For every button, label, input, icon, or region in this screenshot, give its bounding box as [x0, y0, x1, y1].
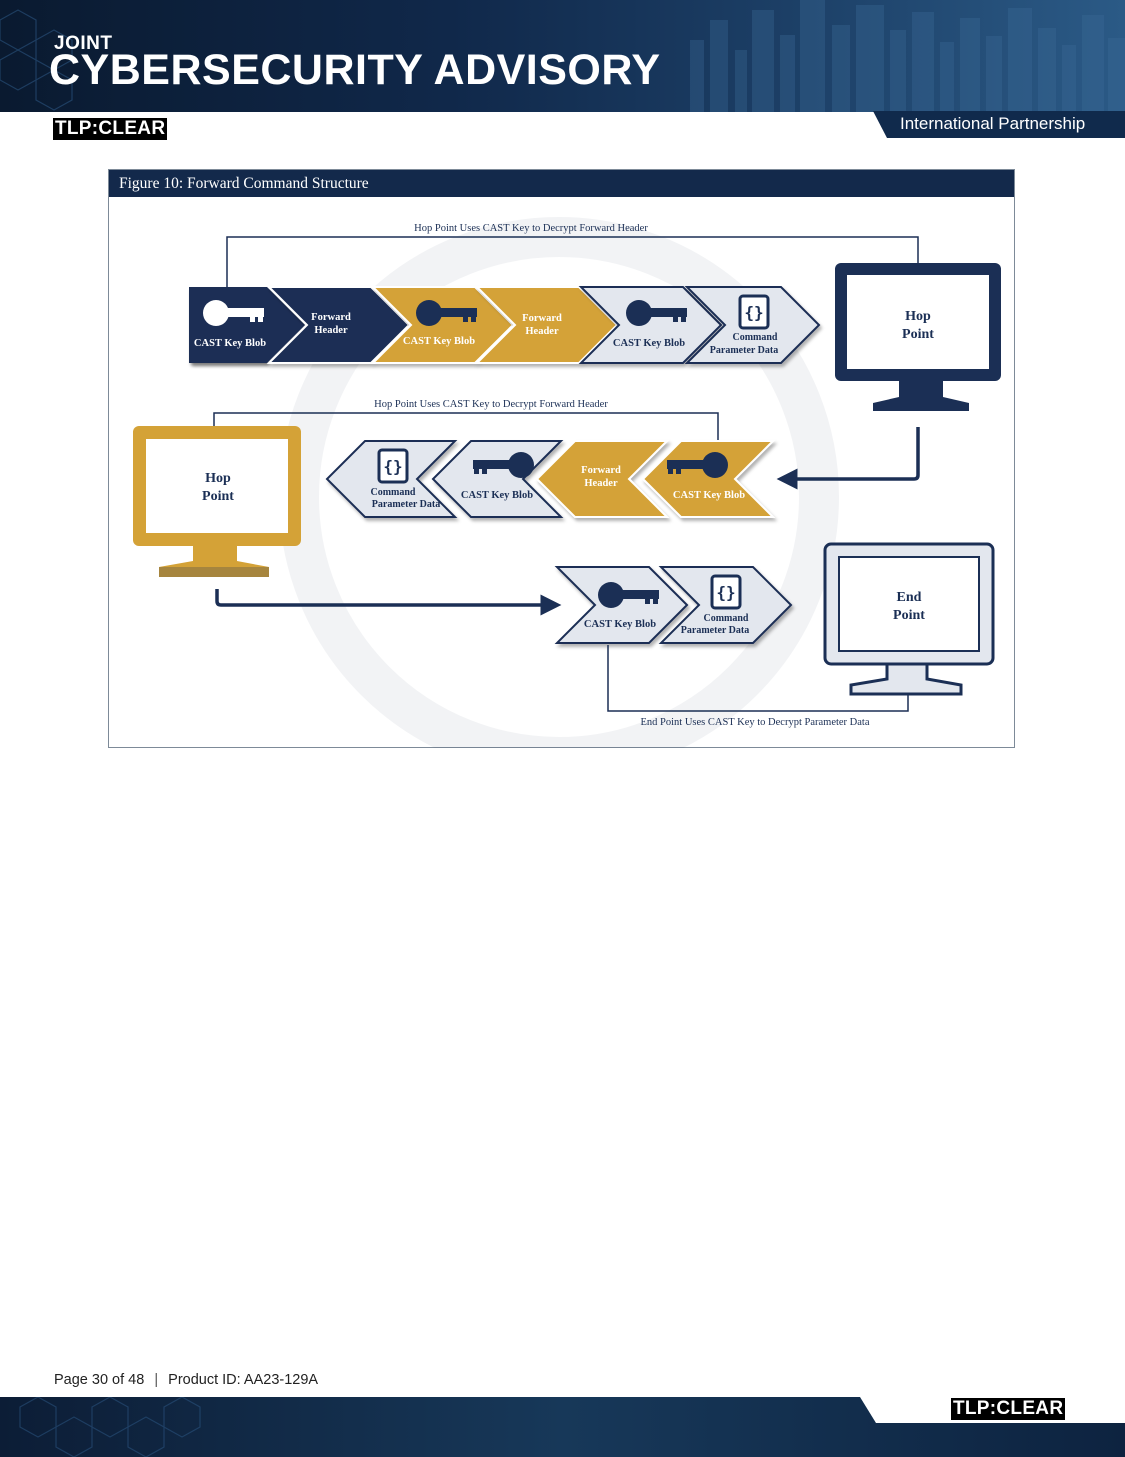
- monitor-end-label-line1: End: [897, 590, 922, 605]
- code-document-icon: [738, 294, 770, 330]
- row2-b2-label: CAST Key Blob: [461, 490, 533, 501]
- figure-caption: Figure 10: Forward Command Structure: [109, 170, 1014, 197]
- code-document-icon: [377, 448, 409, 484]
- footer-meta: Page 30 of 48 | Product ID: AA23-129A: [54, 1372, 318, 1388]
- row1-b4-label-line1: Forward: [522, 313, 562, 324]
- forward-command-diagram: {} Hop Point Uses CAST Key to Decrypt Fo…: [133, 217, 1001, 748]
- arrow-to-row3: [215, 589, 562, 616]
- row2-b1-label-line2: Parameter Data: [372, 499, 440, 510]
- row1-b3-label: CAST Key Blob: [403, 336, 475, 347]
- footer-separator: |: [154, 1372, 159, 1388]
- row2-block-3-shape: [535, 440, 670, 518]
- header-main-title: CYBERSECURITY ADVISORY: [49, 46, 661, 94]
- monitor-hop-point-left: Hop Point: [133, 426, 301, 577]
- monitor-left-label-line2: Point: [202, 489, 234, 504]
- row2-b4-label: CAST Key Blob: [673, 490, 745, 501]
- hexagon-pattern: [0, 0, 1125, 112]
- product-id: Product ID: AA23-129A: [168, 1372, 319, 1388]
- row3-b2-label-line1: Command: [703, 613, 748, 624]
- monitor-left-label-line1: Hop: [205, 471, 231, 486]
- row3-annotation: End Point Uses CAST Key to Decrypt Param…: [640, 717, 869, 728]
- row2-feedback-line: [213, 412, 719, 445]
- row3-feedback-line: [607, 645, 909, 712]
- monitor-top-label-line2: Point: [902, 327, 934, 342]
- row2-block-4-shape: [641, 440, 776, 518]
- row1-b6-label-line2: Parameter Data: [710, 345, 778, 356]
- monitor-top-label-line1: Hop: [905, 309, 931, 324]
- monitor-hop-point-top: Hop Point: [835, 263, 1001, 411]
- row1-b2-label-line1: Forward: [311, 312, 351, 323]
- row1-annotation: Hop Point Uses CAST Key to Decrypt Forwa…: [414, 223, 648, 234]
- monitor-end-label-line2: Point: [893, 608, 925, 623]
- row3-block-1-shape: [554, 566, 689, 644]
- figure-forward-command-structure: Figure 10: Forward Command Structure {}: [108, 169, 1015, 748]
- tlp-badge-bottom: TLP:CLEAR: [951, 1398, 1066, 1420]
- partnership-tab: International Partnership: [873, 111, 1125, 138]
- row1-b1-label: CAST Key Blob: [194, 338, 266, 349]
- row1-b4-label-line2: Header: [525, 326, 559, 337]
- code-document-icon: [710, 574, 742, 610]
- row3-b1-label: CAST Key Blob: [584, 619, 656, 630]
- arrow-to-row2: [776, 427, 920, 490]
- row1-feedback-line: [226, 236, 919, 292]
- row2-annotation: Hop Point Uses CAST Key to Decrypt Forwa…: [374, 399, 608, 410]
- row1-block-4-shape: [474, 286, 619, 364]
- row2-b1-label-line1: Command: [370, 487, 415, 498]
- advisory-header-banner: JOINT CYBERSECURITY ADVISORY: [0, 0, 1125, 112]
- header-sup-title: JOINT: [54, 33, 113, 54]
- row2-b3-label-line2: Header: [584, 478, 618, 489]
- tlp-badge-top: TLP:CLEAR: [53, 118, 168, 140]
- row1-block-2-shape: [266, 286, 411, 364]
- row1-b2-label-line2: Header: [314, 325, 348, 336]
- row1-b5-label: CAST Key Blob: [613, 338, 685, 349]
- partnership-label: International Partnership: [900, 114, 1086, 133]
- row1-block-3-shape: [370, 286, 515, 364]
- hexagon-pattern: [19, 1397, 201, 1457]
- row1-block-5-shape: [578, 286, 723, 364]
- page-number: Page 30 of 48: [54, 1372, 145, 1388]
- row1-b6-label-line1: Command: [732, 332, 777, 343]
- monitor-end-point: End Point: [823, 542, 995, 696]
- row2-b3-label-line1: Forward: [581, 465, 621, 476]
- row3-b2-label-line2: Parameter Data: [681, 625, 749, 636]
